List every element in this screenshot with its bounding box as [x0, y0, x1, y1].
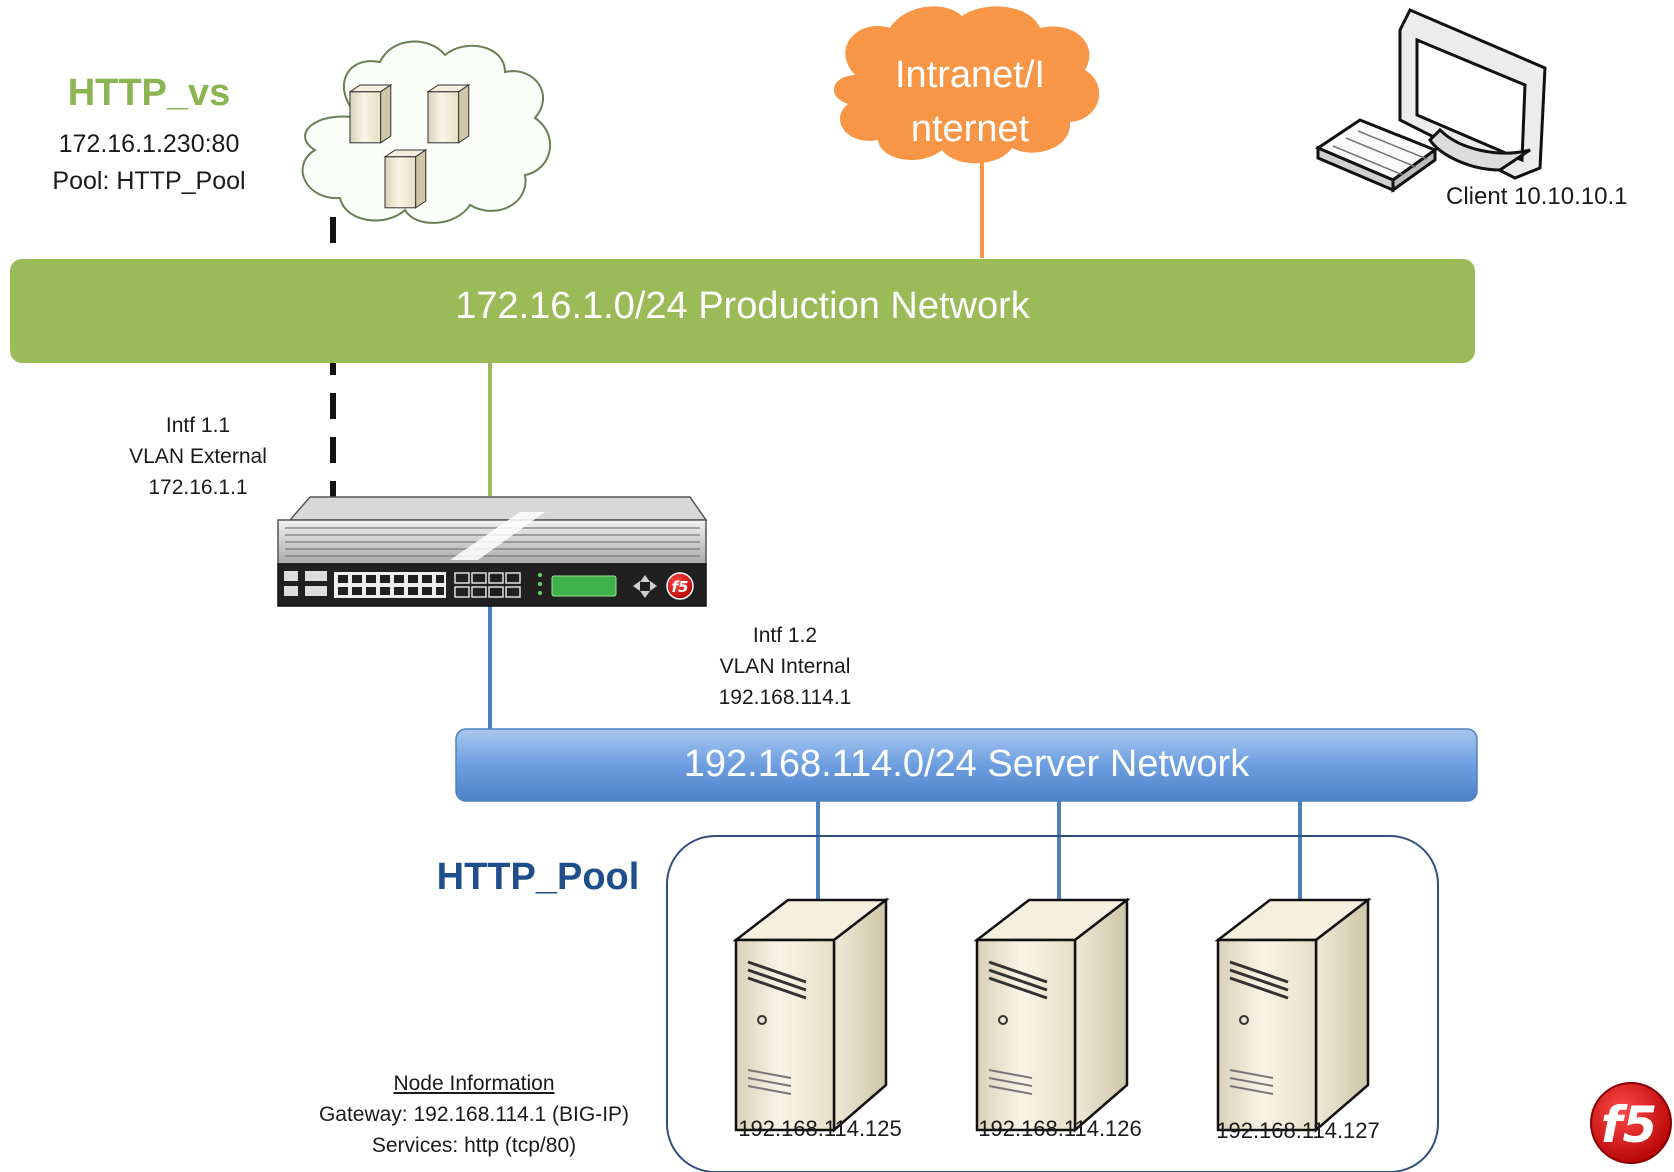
server-network-label: 192.168.114.0/24 Server Network [683, 743, 1250, 785]
node-info-heading: Node Information [393, 1072, 555, 1095]
server-icon [732, 897, 890, 1133]
external-interface-name: Intf 1.1 [165, 414, 231, 437]
internal-interface-ip: 192.168.114.1 [718, 686, 852, 709]
client-label: Client 10.10.10.1 [1446, 183, 1628, 210]
f5-logo-icon: f5 [1590, 1082, 1672, 1164]
pool-member-address: 192.168.114.126 [978, 1116, 1142, 1141]
server-icon [1214, 897, 1372, 1133]
internet-cloud-label-line1: Intranet/I [895, 54, 1045, 96]
pool-container [666, 835, 1439, 1172]
production-network-label: 172.16.1.0/24 Production Network [455, 285, 1030, 327]
pool-title: HTTP_Pool [436, 856, 640, 898]
virtual-server-pool: Pool: HTTP_Pool [52, 167, 246, 195]
svg-text:f5: f5 [672, 578, 689, 596]
virtual-server-address: 172.16.1.230:80 [58, 130, 240, 158]
pool-member-address: 192.168.114.125 [738, 1116, 902, 1141]
internal-interface-name: Intf 1.2 [752, 624, 818, 647]
svg-text:f5: f5 [1601, 1096, 1658, 1154]
server-icon [426, 84, 471, 144]
cloud-icon [301, 40, 552, 224]
big-ip-appliance-icon: f5 [277, 496, 708, 607]
server-network-bar [455, 728, 1478, 802]
server-icon [973, 897, 1131, 1133]
internet-cloud-icon [833, 6, 1100, 164]
internet-cloud-label-line2: nternet [910, 108, 1030, 150]
computer-icon [1314, 8, 1547, 193]
external-interface-ip: 172.16.1.1 [148, 476, 248, 499]
external-interface-vlan: VLAN External [129, 445, 267, 468]
server-icon [383, 149, 428, 209]
internal-interface-vlan: VLAN Internal [719, 655, 851, 678]
server-icon [348, 84, 393, 144]
production-network-bar [10, 259, 1475, 363]
pool-member-address: 192.168.114.127 [1216, 1118, 1380, 1143]
node-info-gateway: Gateway: 192.168.114.1 (BIG-IP) [318, 1103, 630, 1126]
node-info-services: Services: http (tcp/80) [371, 1134, 577, 1157]
virtual-server-name: HTTP_vs [67, 72, 231, 114]
